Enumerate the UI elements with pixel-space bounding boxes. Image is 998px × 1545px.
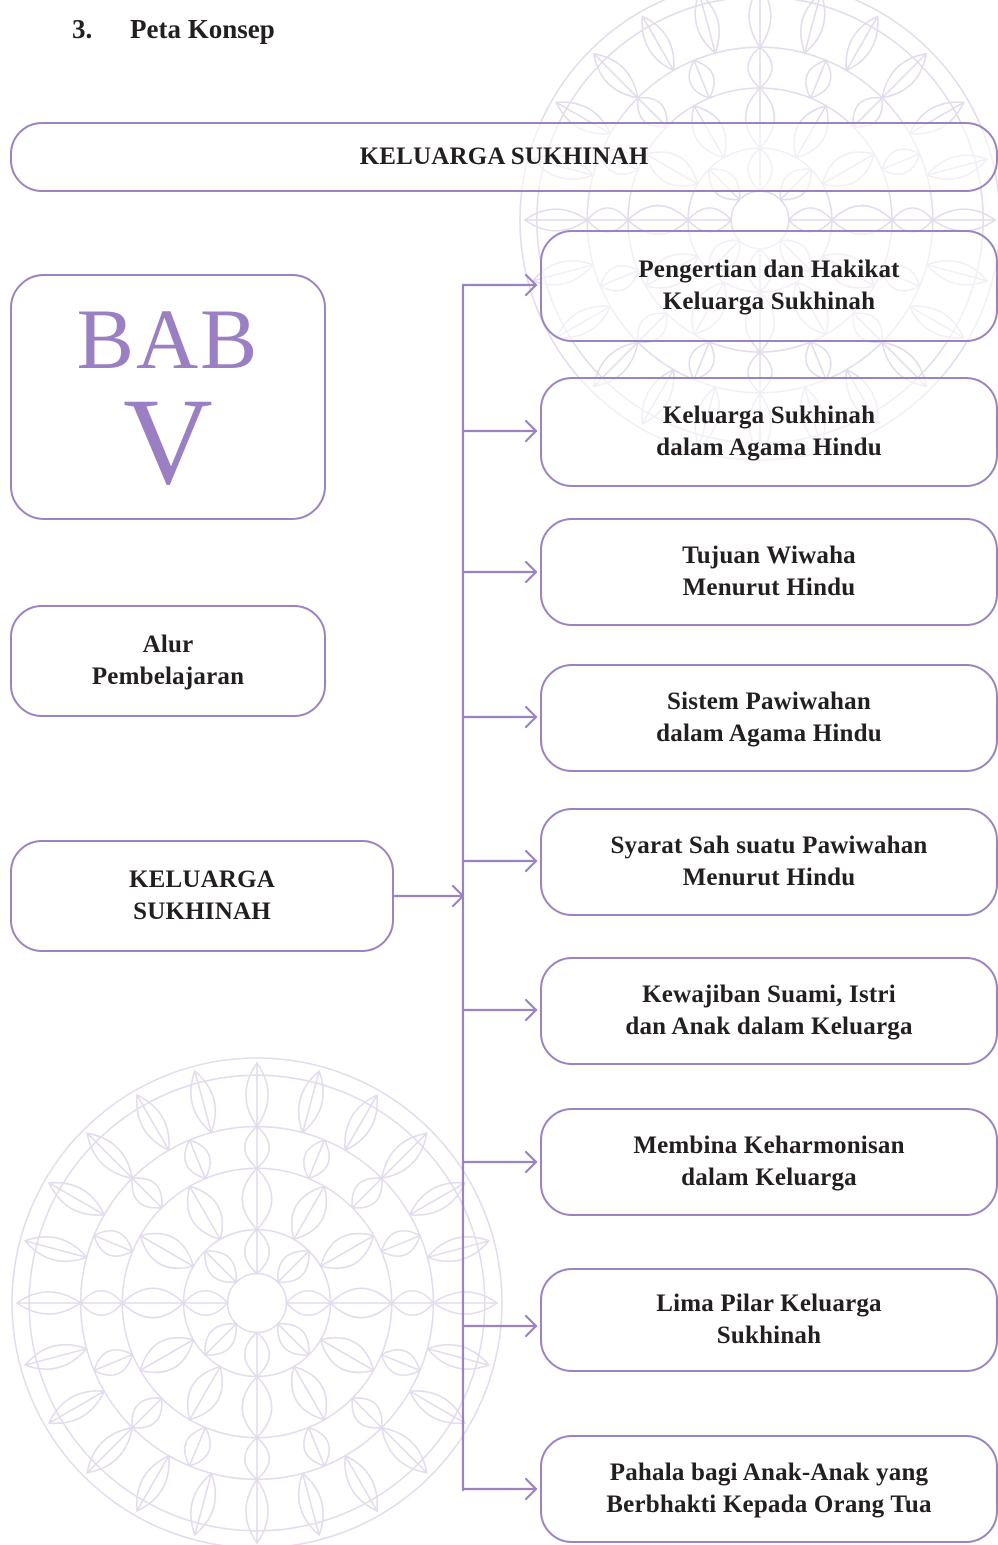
title-banner: KELUARGA SUKHINAH <box>10 122 998 192</box>
topic-line-2: dalam Keluarga <box>681 1164 857 1191</box>
learning-flow-line-2: Pembelajaran <box>91 663 245 690</box>
topic-line-1: Keluarga Sukhinah <box>662 402 876 429</box>
learning-flow-line-1: Alur <box>142 631 194 658</box>
topic-line-2: Sukhinah <box>716 1322 822 1349</box>
branch-arrowhead <box>524 1314 538 1338</box>
topic-line-2: Berbhakti Kepada Orang Tua <box>606 1491 932 1518</box>
topic-node: Membina Keharmonisan dalam Keluarga <box>540 1108 998 1216</box>
chapter-box: BAB V <box>10 274 326 520</box>
branch-arrowhead <box>524 419 538 443</box>
topic-line-2: dan Anak dalam Keluarga <box>625 1013 913 1040</box>
topic-node: Lima Pilar Keluarga Sukhinah <box>540 1268 998 1372</box>
topic-line-1: Membina Keharmonisan <box>633 1132 905 1159</box>
branch-arrowhead <box>524 1150 538 1174</box>
topic-line-1: Lima Pilar Keluarga <box>656 1290 882 1317</box>
root-arrowhead <box>451 884 465 908</box>
branch-arrowhead <box>524 560 538 584</box>
branch-arrowhead <box>524 1477 538 1501</box>
branch-arrowhead <box>524 849 538 873</box>
topic-line-1: Sistem Pawiwahan <box>667 688 871 715</box>
topic-line-1: Pengertian dan Hakikat <box>638 256 900 283</box>
section-title: Peta Konsep <box>130 14 275 44</box>
learning-flow-box: Alur Pembelajaran <box>10 605 326 717</box>
title-banner-label: KELUARGA SUKHINAH <box>359 143 649 170</box>
topic-line-1: Tujuan Wiwaha <box>682 542 856 569</box>
topic-line-2: Menurut Hindu <box>682 574 856 601</box>
topic-line-1: Kewajiban Suami, Istri <box>642 981 896 1008</box>
root-node: KELUARGA SUKHINAH <box>10 840 394 952</box>
topic-node: Sistem Pawiwahan dalam Agama Hindu <box>540 664 998 772</box>
section-heading: 3. Peta Konsep <box>72 14 275 45</box>
section-number: 3. <box>72 14 93 44</box>
chapter-word: BAB <box>76 291 260 387</box>
branch-arrowhead <box>524 705 538 729</box>
topic-node: Keluarga Sukhinah dalam Agama Hindu <box>540 377 998 487</box>
topic-node: Pengertian dan Hakikat Keluarga Sukhinah <box>540 230 998 342</box>
root-node-line-2: SUKHINAH <box>133 898 271 925</box>
topic-node: Pahala bagi Anak-Anak yang Berbhakti Kep… <box>540 1435 998 1543</box>
topic-node: Tujuan Wiwaha Menurut Hindu <box>540 518 998 626</box>
topic-line-2: dalam Agama Hindu <box>656 434 882 461</box>
topic-line-2: dalam Agama Hindu <box>656 720 882 747</box>
root-node-line-1: KELUARGA <box>128 866 276 893</box>
branch-arrowhead <box>524 998 538 1022</box>
chapter-numeral: V <box>123 373 213 510</box>
topic-line-2: Menurut Hindu <box>682 864 856 891</box>
topic-node: Syarat Sah suatu Pawiwahan Menurut Hindu <box>540 808 998 916</box>
branch-arrowhead <box>524 273 538 297</box>
topic-node: Kewajiban Suami, Istri dan Anak dalam Ke… <box>540 957 998 1065</box>
topic-line-1: Pahala bagi Anak-Anak yang <box>609 1459 929 1486</box>
topic-line-1: Syarat Sah suatu Pawiwahan <box>610 832 928 859</box>
topic-line-2: Keluarga Sukhinah <box>662 288 876 315</box>
